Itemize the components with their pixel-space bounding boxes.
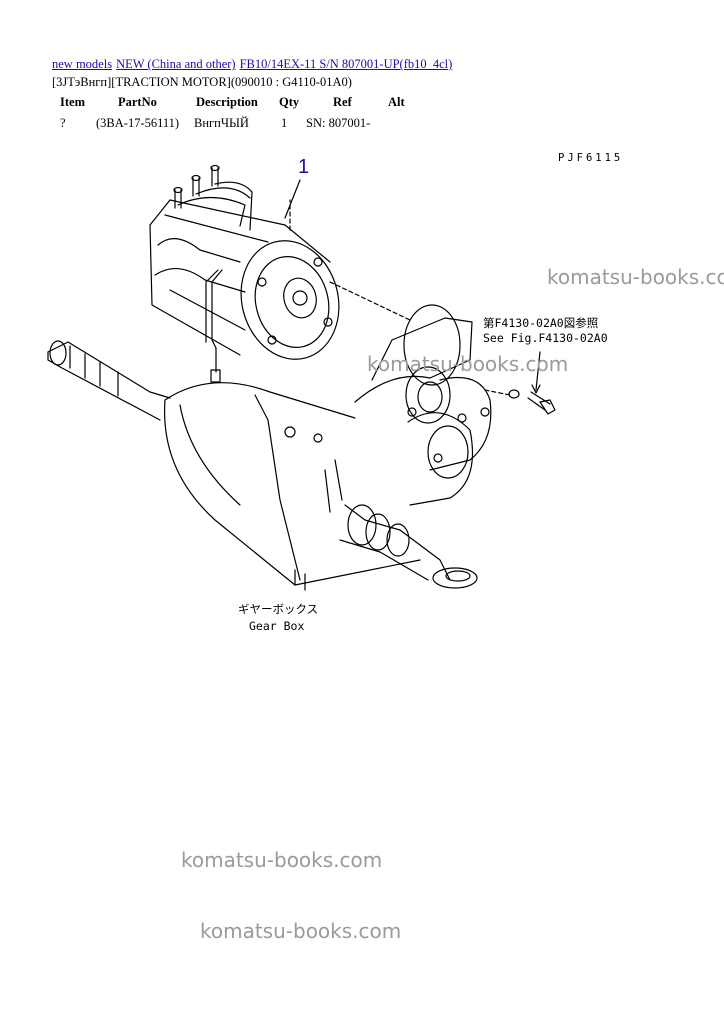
cell-partno: (3BA-17-56111)	[96, 116, 180, 130]
col-header-partno: PartNo	[118, 95, 157, 109]
cell-description: ВнгпЧЫЙ	[194, 116, 249, 130]
watermark: komatsu-books.com	[200, 919, 402, 943]
cell-item: ?	[60, 116, 66, 130]
bolt-drawing	[508, 351, 556, 415]
col-header-ref: Ref	[333, 95, 352, 109]
link-model[interactable]: FB10/14EX-11 S/N 807001-UP(fb10_4cl)	[239, 57, 453, 71]
traction-motor-drawing	[149, 164, 340, 383]
col-header-item: Item	[60, 95, 85, 109]
assembly-lines	[289, 199, 511, 396]
cell-qty: 1	[281, 116, 288, 130]
watermark: komatsu-books.com	[547, 265, 724, 289]
watermark: komatsu-books.com	[181, 848, 383, 872]
drawing-code: PJF6115	[558, 152, 624, 164]
col-header-qty: Qty	[279, 95, 300, 109]
col-header-description: Description	[196, 95, 258, 109]
link-new-models[interactable]: new models	[52, 57, 113, 71]
cell-ref: SN: 807001-	[306, 116, 371, 130]
ref-note-en: See Fig.F4130-02A0	[483, 331, 608, 345]
watermark: komatsu-books.com	[367, 352, 569, 376]
gearbox-label-jp: ギヤーボックス	[238, 602, 319, 616]
col-header-alt: Alt	[388, 95, 405, 109]
callout-number: 1	[298, 156, 310, 178]
ref-note-jp: 第F4130-02A0図参照	[483, 316, 599, 330]
gearbox-label-en: Gear Box	[249, 619, 305, 633]
page-title: [3JTэВнгп][TRACTION MOTOR](090010 : G411…	[52, 75, 352, 89]
link-new-china[interactable]: NEW (China and other)	[116, 57, 236, 71]
gearbox-drawing	[47, 304, 492, 591]
